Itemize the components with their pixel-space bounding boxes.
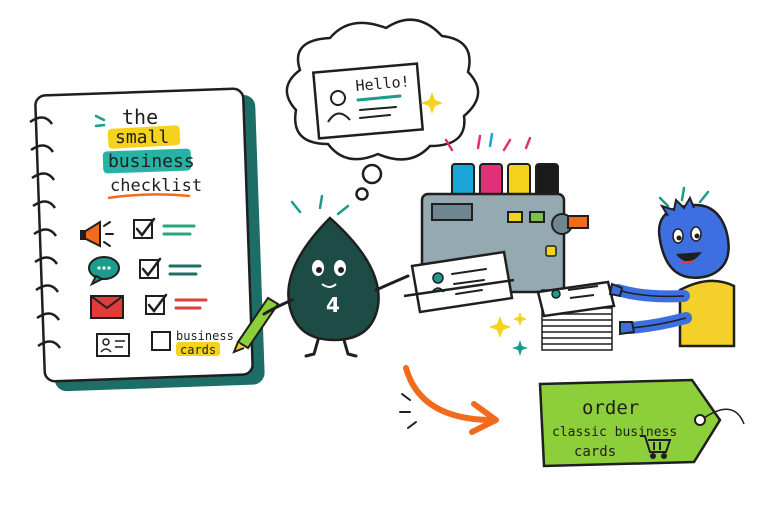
title-the: the — [122, 105, 158, 129]
printer-handle — [567, 215, 589, 229]
checklist-title: the small business checklist — [94, 105, 202, 200]
sparkle-lines — [94, 114, 106, 128]
price-tag-shape — [538, 378, 722, 468]
tag-hole — [694, 414, 706, 426]
mascot-number: 4 — [326, 293, 340, 317]
mascot-body — [287, 216, 380, 342]
shopping-cart-icon — [640, 435, 672, 459]
ink-cartridge-magenta — [479, 163, 503, 197]
chat-bubble-icon — [88, 256, 120, 287]
printer — [403, 132, 589, 314]
ink-sparkles — [444, 134, 532, 152]
tag-line-cards[interactable]: cards — [574, 444, 616, 460]
task-lines-3 — [174, 298, 208, 310]
envelope-icon — [90, 295, 124, 319]
sparkle-yellow-1 — [489, 316, 511, 338]
mascot-legs — [304, 338, 358, 358]
customer-character — [608, 186, 736, 348]
task-lines-2 — [168, 264, 202, 276]
item4-label-business: business — [176, 329, 234, 343]
curved-arrow — [403, 365, 491, 423]
thought-dot-small — [355, 187, 369, 201]
tag-line-order[interactable]: order — [582, 397, 639, 419]
checkmark-2 — [141, 257, 162, 278]
highlight-cards — [176, 342, 220, 356]
mascot-arm-right — [374, 274, 410, 292]
tag-line-classic-business[interactable]: classic business — [552, 425, 677, 440]
mascot-drop: 4 — [262, 194, 410, 358]
customer-head — [657, 203, 730, 279]
customer-shirt — [678, 279, 736, 348]
thought-bubble: Hello! — [285, 18, 480, 201]
checklist-notebook: the small business checklist — [29, 87, 280, 392]
customer-hand-bottom — [619, 321, 636, 336]
order-price-tag: order classic business cards — [538, 378, 745, 468]
title-underline — [107, 193, 191, 200]
megaphone-icon — [80, 220, 114, 248]
ink-cartridge-yellow — [507, 163, 531, 197]
person-icon — [330, 90, 346, 106]
checkmark-1 — [135, 217, 156, 238]
mascot-arm-left — [262, 298, 294, 316]
motion-lines — [290, 194, 350, 216]
sparkle-teal — [512, 340, 528, 356]
arrow-to-tag — [399, 365, 499, 435]
greeting-text: Hello! — [355, 72, 411, 95]
highlight-teal — [102, 148, 192, 174]
checkmark-3 — [147, 293, 168, 314]
ink-cartridge-cyan — [451, 163, 475, 197]
checklist-item-chat — [88, 256, 202, 287]
checklist-item-email — [90, 293, 208, 319]
tag-string — [703, 408, 745, 425]
motion-lines-arrow — [399, 393, 417, 429]
id-card-icon — [96, 333, 130, 357]
item4-label-cards: cards — [180, 343, 216, 357]
checklist-item-marketing — [80, 217, 196, 248]
card-stack — [489, 280, 616, 356]
business-card-preview: Hello! — [311, 62, 425, 140]
task-lines-1 — [162, 224, 196, 236]
checkbox-1 — [133, 219, 153, 239]
checkbox-3 — [145, 295, 165, 315]
joy-lines — [658, 186, 710, 208]
sparkle-yellow-2 — [513, 312, 527, 326]
title-business: business — [108, 151, 195, 172]
title-small: small — [115, 127, 169, 148]
checklist-item-business-cards: business cards — [96, 329, 234, 357]
spiral-binding — [29, 116, 62, 349]
highlight-yellow — [107, 125, 181, 149]
title-checklist: checklist — [110, 176, 202, 196]
customer-hand-top — [608, 282, 624, 298]
checkbox-2 — [139, 259, 159, 279]
sparkle-icon — [421, 92, 443, 114]
thought-dot-large — [361, 163, 383, 185]
checkbox-4-unchecked — [151, 331, 171, 351]
ink-cartridge-black — [535, 163, 559, 197]
